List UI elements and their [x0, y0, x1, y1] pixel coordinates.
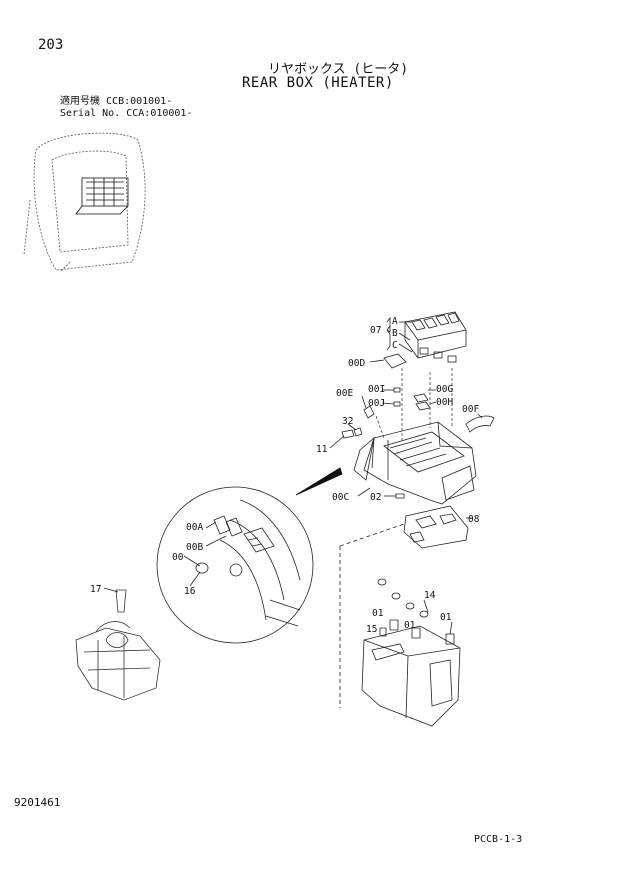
assembly-leaders [375, 368, 453, 440]
callout-00A: 00A [186, 522, 203, 533]
serial-line-1-value: CCB:001001- [106, 96, 173, 107]
callout-00D: 00D [348, 358, 365, 369]
small-switches [419, 347, 457, 363]
callout-00G: 00G [436, 384, 453, 395]
callout-00B: 00B [186, 542, 203, 553]
bolt-01 [389, 619, 399, 631]
leader-00E [361, 395, 367, 409]
page-number: 203 [38, 37, 64, 53]
bolt-01b [411, 627, 421, 639]
callout-00F: 00F [462, 404, 479, 415]
detail-connection [339, 523, 405, 547]
callout-32: 32 [342, 416, 353, 427]
callout-01-c: 01 [440, 612, 452, 623]
bezel-00H [415, 401, 431, 411]
callout-A: A [392, 316, 398, 327]
part-00I [393, 387, 401, 393]
detail-contents [195, 499, 301, 627]
rear-box-main [353, 421, 477, 505]
callout-11: 11 [316, 444, 328, 455]
switch-panel [404, 311, 467, 359]
cab-overview-drawing [23, 132, 146, 273]
serial-applicability: 適用号機 CCB:001001- Serial No. CCA:010001- [60, 96, 192, 120]
leader-C [398, 343, 413, 353]
detail-arrow [295, 467, 343, 496]
callout-08: 08 [468, 514, 480, 525]
clip-00E [363, 405, 375, 419]
support-frame [361, 625, 461, 727]
callout-02: 02 [370, 492, 381, 503]
callout-00E: 00E [336, 388, 353, 399]
callout-07: 07 [370, 325, 381, 336]
callout-01-a: 01 [372, 608, 384, 619]
duct-00F [465, 415, 495, 433]
bracket-07 [386, 316, 391, 351]
callout-16: 16 [184, 586, 196, 597]
callout-00: 00 [172, 552, 184, 563]
bracket-plate-08 [403, 505, 469, 549]
cover-plate-00D [383, 353, 407, 369]
clips-14 [377, 578, 429, 618]
serial-line-2-label: Serial No. [60, 108, 121, 119]
callout-14: 14 [424, 590, 436, 601]
leader-B [398, 332, 411, 341]
title-japanese: リヤボックス (ヒータ) [268, 62, 409, 77]
callout-00C: 00C [332, 492, 349, 503]
callout-C: C [392, 340, 398, 351]
part-32 [353, 427, 363, 437]
callout-B: B [392, 328, 398, 339]
bolt-01c [445, 633, 455, 645]
callout-01-b: 01 [404, 620, 416, 631]
drawing-number: 9201461 [14, 796, 61, 809]
callout-17: 17 [90, 584, 101, 595]
floor-overview-drawing [75, 589, 161, 701]
detail-circle [156, 486, 314, 644]
callout-00J: 00J [368, 398, 385, 409]
callout-00H: 00H [436, 397, 453, 408]
part-15 [379, 627, 387, 637]
serial-line-2-value: CCA:010001- [126, 108, 193, 119]
page-code: PCCB-1-3 [474, 834, 523, 845]
title-english: REAR BOX (HEATER) [242, 75, 394, 91]
serial-line-1: 適用号機 CCB:001001- [60, 96, 192, 108]
bezel-00G [413, 393, 429, 403]
leader-00D [369, 359, 385, 363]
bolt-02 [395, 493, 405, 499]
callout-15: 15 [366, 624, 377, 635]
cab-overview-rearbox [75, 177, 129, 215]
part-11 [341, 429, 355, 439]
serial-line-2: Serial No. CCA:010001- [60, 108, 192, 120]
callout-00I: 00I [368, 384, 385, 395]
part-00J [393, 401, 401, 407]
serial-line-1-label: 適用号機 [60, 96, 100, 107]
